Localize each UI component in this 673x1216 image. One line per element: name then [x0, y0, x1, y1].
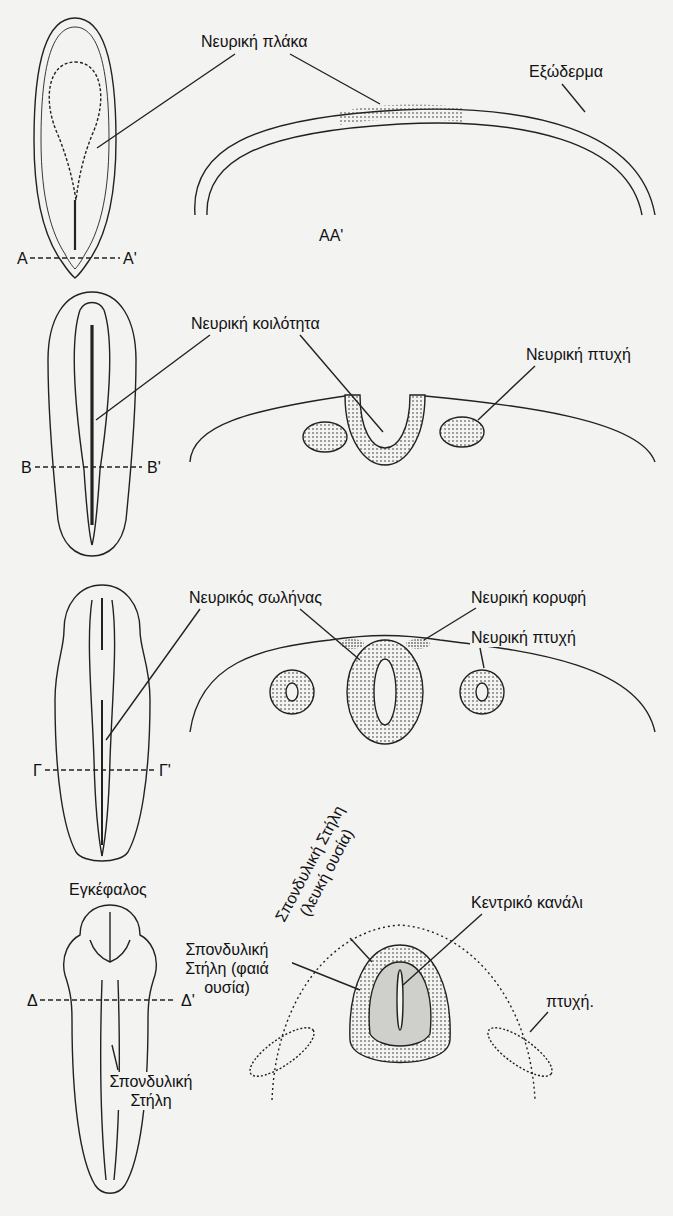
part-label: Σπονδυλική Στήλη (φαιά ουσία) [162, 940, 292, 997]
part-label: Νευρική πτυχή [470, 628, 577, 647]
section-letter: Γ' [158, 761, 172, 780]
part-label: Νευρική πλάκα [200, 32, 309, 51]
section-letter: Δ' [180, 991, 196, 1010]
part-label: Εγκέφαλος [68, 880, 148, 899]
part-label: Νευρική πτυχή [525, 345, 632, 364]
section-letter: B [20, 458, 33, 477]
part-label: Νευρική κοιλότητα [190, 314, 321, 333]
part-label: πτυχή. [545, 992, 595, 1011]
part-label: Εξώδερμα [528, 62, 604, 81]
section-letter: Γ [32, 761, 43, 780]
section-letter: A' [122, 249, 138, 268]
section-letter: B' [146, 458, 162, 477]
part-label: Νευρική κορυφή [470, 588, 587, 607]
part-label: Σπονδυλική Στήλη [104, 1072, 198, 1110]
part-label: Σπονδυλική Στήλη (λευκή ουσία) [268, 796, 368, 939]
part-label: Κεντρικό κανάλι [470, 893, 584, 912]
section-letter: AA' [318, 226, 344, 245]
part-label: Νευρικός σωλήνας [188, 588, 323, 607]
section-letter: A [16, 249, 29, 268]
section-letter: Δ [26, 991, 39, 1010]
